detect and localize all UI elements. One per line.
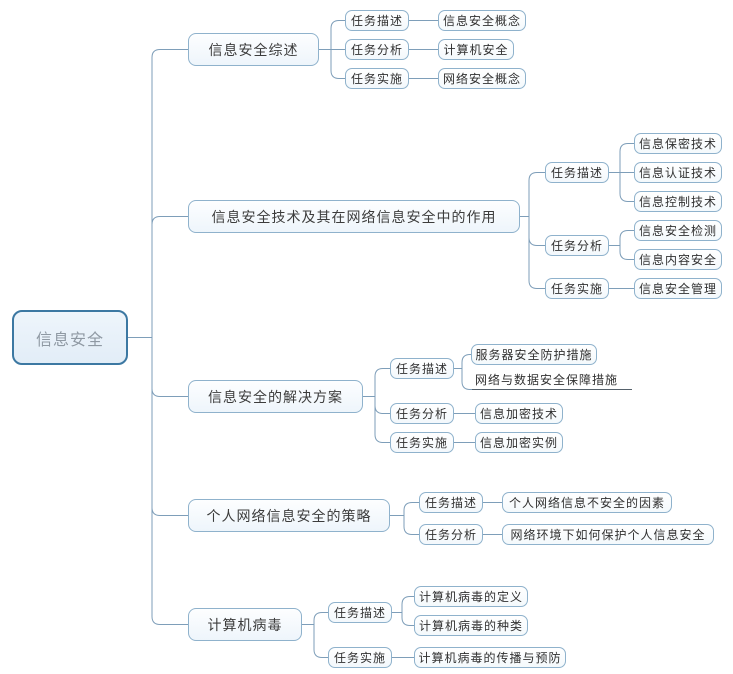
leaf-node[interactable]: 信息加密技术	[475, 403, 563, 424]
task-node[interactable]: 任务描述	[328, 602, 392, 623]
branch-node[interactable]: 信息安全的解决方案	[188, 380, 363, 413]
task-node[interactable]: 任务实施	[328, 647, 392, 668]
leaf-node[interactable]: 计算机病毒的种类	[414, 615, 528, 636]
task-node[interactable]: 任务分析	[545, 235, 609, 256]
branch-node[interactable]: 信息安全技术及其在网络信息安全中的作用	[188, 200, 520, 233]
leaf-node[interactable]: 信息控制技术	[634, 191, 722, 212]
task-node[interactable]: 任务描述	[545, 162, 609, 183]
branch-node[interactable]: 信息安全综述	[188, 33, 319, 66]
leaf-node[interactable]: 个人网络信息不安全的因素	[502, 492, 672, 513]
root-topic-node[interactable]: 信息安全	[12, 310, 128, 365]
leaf-node[interactable]: 计算机病毒的传播与预防	[414, 647, 566, 668]
leaf-node[interactable]: 信息加密实例	[475, 432, 563, 453]
task-node[interactable]: 任务实施	[545, 278, 609, 299]
leaf-node-underline[interactable]: 网络与数据安全保障措施	[472, 370, 632, 390]
task-node[interactable]: 任务描述	[345, 10, 409, 31]
leaf-node[interactable]: 信息安全检测	[634, 220, 722, 241]
leaf-node[interactable]: 信息保密技术	[634, 133, 722, 154]
leaf-node[interactable]: 服务器安全防护措施	[471, 344, 597, 365]
task-node[interactable]: 任务分析	[419, 524, 483, 545]
task-node[interactable]: 任务描述	[390, 358, 454, 379]
task-node[interactable]: 任务分析	[390, 403, 454, 424]
leaf-node[interactable]: 信息安全管理	[634, 278, 722, 299]
leaf-node[interactable]: 信息认证技术	[634, 162, 722, 183]
task-node[interactable]: 任务描述	[419, 492, 483, 513]
leaf-node[interactable]: 计算机安全	[438, 39, 514, 60]
leaf-node[interactable]: 计算机病毒的定义	[414, 586, 528, 607]
branch-node[interactable]: 计算机病毒	[188, 608, 302, 641]
task-node[interactable]: 任务实施	[345, 68, 409, 89]
task-node[interactable]: 任务分析	[345, 39, 409, 60]
task-node[interactable]: 任务实施	[390, 432, 454, 453]
leaf-node[interactable]: 网络环境下如何保护个人信息安全	[502, 524, 714, 545]
leaf-node[interactable]: 信息内容安全	[634, 249, 722, 270]
branch-node[interactable]: 个人网络信息安全的策略	[188, 499, 390, 532]
leaf-node[interactable]: 网络安全概念	[438, 68, 526, 89]
leaf-node[interactable]: 信息安全概念	[438, 10, 526, 31]
